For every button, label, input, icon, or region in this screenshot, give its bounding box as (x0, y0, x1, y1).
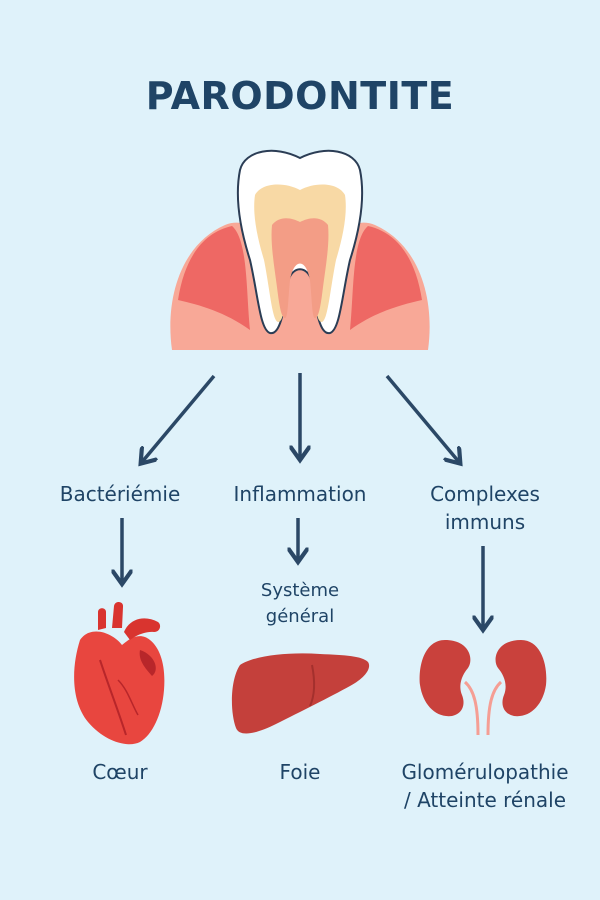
label-complexes-immuns: Complexes immuns (430, 482, 540, 534)
liver-icon (231, 653, 370, 734)
label-inflammation: Inflammation (233, 482, 367, 506)
label-systeme-general: Système général (260, 580, 340, 627)
heart-icon (74, 601, 165, 745)
arrow-to-bacteriemie (142, 374, 216, 462)
label-coeur: Cœur (92, 760, 148, 784)
tooth-pulp (271, 218, 329, 318)
label-foie: Foie (279, 760, 321, 784)
label-glomerulopathie: Glomérulopathie / Atteinte rénale (401, 760, 569, 812)
arrow-to-complexes (385, 374, 459, 462)
label-bacteriemie: Bactériémie (59, 482, 181, 506)
tooth-gum-illustration (170, 149, 430, 350)
gum-inflamed-edge (178, 226, 250, 330)
kidneys-icon (419, 640, 547, 736)
diagram-title: PARODONTITE (145, 74, 455, 118)
gum-inflamed-edge-right (350, 226, 422, 330)
